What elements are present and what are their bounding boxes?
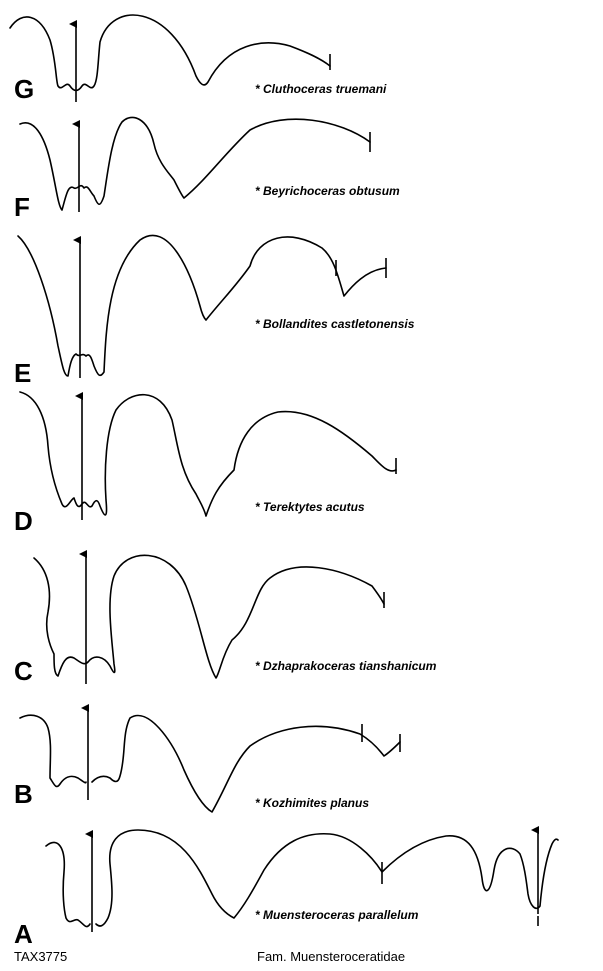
panel-b: B * Kozhimites planus (14, 704, 401, 813)
suture-line-c (33, 554, 385, 679)
suture-line-e (17, 234, 387, 377)
panel-letter-d: D (14, 506, 33, 536)
panel-d: D * Terektytes acutus (14, 391, 397, 536)
panel-letter-e: E (14, 358, 31, 388)
panel-f: F * Beyrichoceras obtusum (14, 116, 400, 222)
panel-letter-b: B (14, 779, 33, 809)
suture-line-b (19, 714, 401, 813)
species-label-d: * Terektytes acutus (255, 500, 365, 514)
species-label-b: * Kozhimites planus (255, 796, 369, 810)
panel-e: E * Bollandites castletonensis (14, 234, 415, 388)
suture-line-g (9, 14, 331, 92)
suture-line-f (19, 116, 371, 211)
species-label-c: * Dzhaprakoceras tianshanicum (255, 659, 437, 673)
suture-line-a (45, 829, 559, 928)
panel-letter-f: F (14, 192, 30, 222)
suture-line-d (19, 391, 397, 517)
panel-letter-c: C (14, 656, 33, 686)
panel-g: G * Cluthoceras truemani (9, 14, 387, 104)
panel-letter-a: A (14, 919, 33, 949)
species-label-a: * Muensteroceras parallelum (255, 908, 419, 922)
family-caption: Fam. Muensteroceratidae (257, 949, 405, 964)
species-label-f: * Beyrichoceras obtusum (255, 184, 400, 198)
panel-letter-g: G (14, 74, 34, 104)
panel-c: C * Dzhaprakoceras tianshanicum (14, 550, 437, 686)
species-label-e: * Bollandites castletonensis (255, 317, 415, 331)
species-label-g: * Cluthoceras truemani (255, 82, 387, 96)
panel-a: A * Muensteroceras parallelum (14, 826, 559, 949)
catalog-number: TAX3775 (14, 949, 67, 964)
